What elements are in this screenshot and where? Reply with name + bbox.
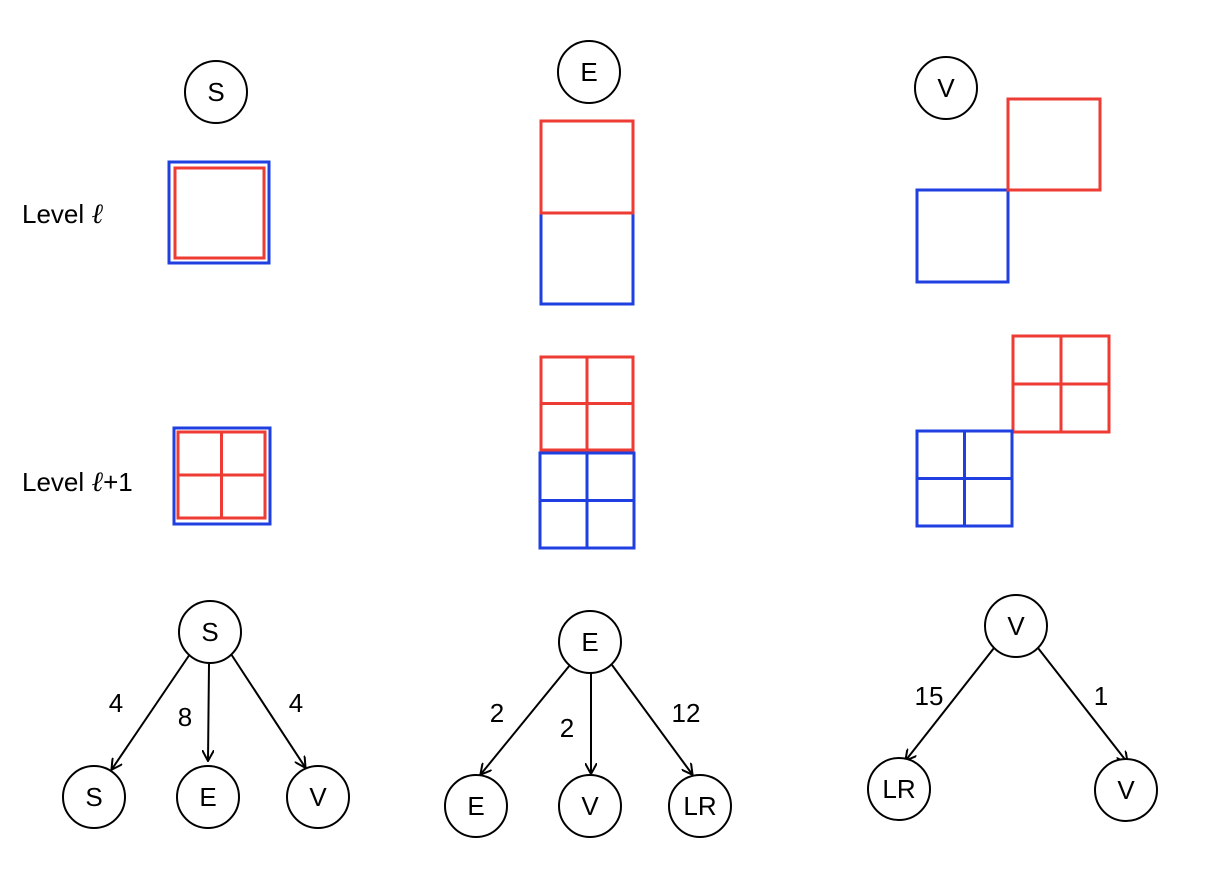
svg-text:V: V [581, 791, 599, 821]
svg-text:E: E [467, 791, 484, 821]
edge-weight: 8 [178, 702, 192, 732]
tree-node: E [444, 774, 508, 838]
tree-node-root: S [178, 600, 242, 664]
svg-text:E: E [581, 627, 598, 657]
edge-weight: 12 [672, 698, 701, 728]
svg-text:LR: LR [882, 774, 915, 804]
svg-text:V: V [309, 782, 327, 812]
cell-s-level-l-plus-1 [172, 426, 272, 526]
edge-e-to-e [481, 664, 571, 774]
row-label-level-l: Level ℓ [22, 199, 103, 230]
edge-v-to-v [1037, 647, 1127, 762]
svg-text:S: S [207, 77, 224, 107]
tree-node: E [176, 765, 240, 829]
tree-e: 2 2 12 E E V LR [444, 610, 732, 838]
tree-node: S [62, 765, 126, 829]
cell-e-level-l-plus-1 [538, 355, 636, 550]
cell-e-level-l [539, 119, 635, 306]
column-header-v: V [914, 56, 978, 120]
tree-node: V [1094, 758, 1158, 822]
svg-text:V: V [1117, 775, 1135, 805]
tree-v: 15 1 V LR V [867, 594, 1158, 822]
tree-s: 4 8 4 S S E V [62, 600, 350, 829]
tree-node: V [558, 774, 622, 838]
column-header-s: S [184, 60, 248, 124]
svg-text:V: V [1007, 611, 1025, 641]
tree-node: LR [668, 774, 732, 838]
column-header-e: E [557, 40, 621, 104]
edge-e-to-lr [611, 664, 692, 774]
tree-node: LR [867, 757, 931, 821]
svg-text:S: S [201, 617, 218, 647]
svg-text:V: V [937, 73, 955, 103]
tree-node-root: E [558, 610, 622, 674]
edge-weight: 15 [915, 681, 944, 711]
cell-s-level-l [167, 160, 271, 265]
cell-v-level-l [915, 97, 1102, 284]
cell-v-level-l-plus-1 [915, 334, 1111, 528]
svg-text:E: E [580, 57, 597, 87]
tree-node-root: V [984, 594, 1048, 658]
edge-weight: 2 [490, 698, 504, 728]
edge-weight: 1 [1094, 681, 1108, 711]
edge-weight: 4 [109, 688, 123, 718]
svg-text:LR: LR [683, 791, 716, 821]
edge-s-to-s [112, 653, 191, 769]
row-label-level-l-plus-1: Level ℓ+1 [22, 467, 133, 498]
tree-node: V [286, 765, 350, 829]
edge-weight: 2 [560, 713, 574, 743]
edge-s-to-e [208, 663, 209, 760]
svg-text:E: E [199, 782, 216, 812]
edge-s-to-v [230, 653, 305, 767]
svg-text:S: S [85, 782, 102, 812]
edge-weight: 4 [289, 688, 303, 718]
edge-v-to-lr [906, 647, 995, 760]
